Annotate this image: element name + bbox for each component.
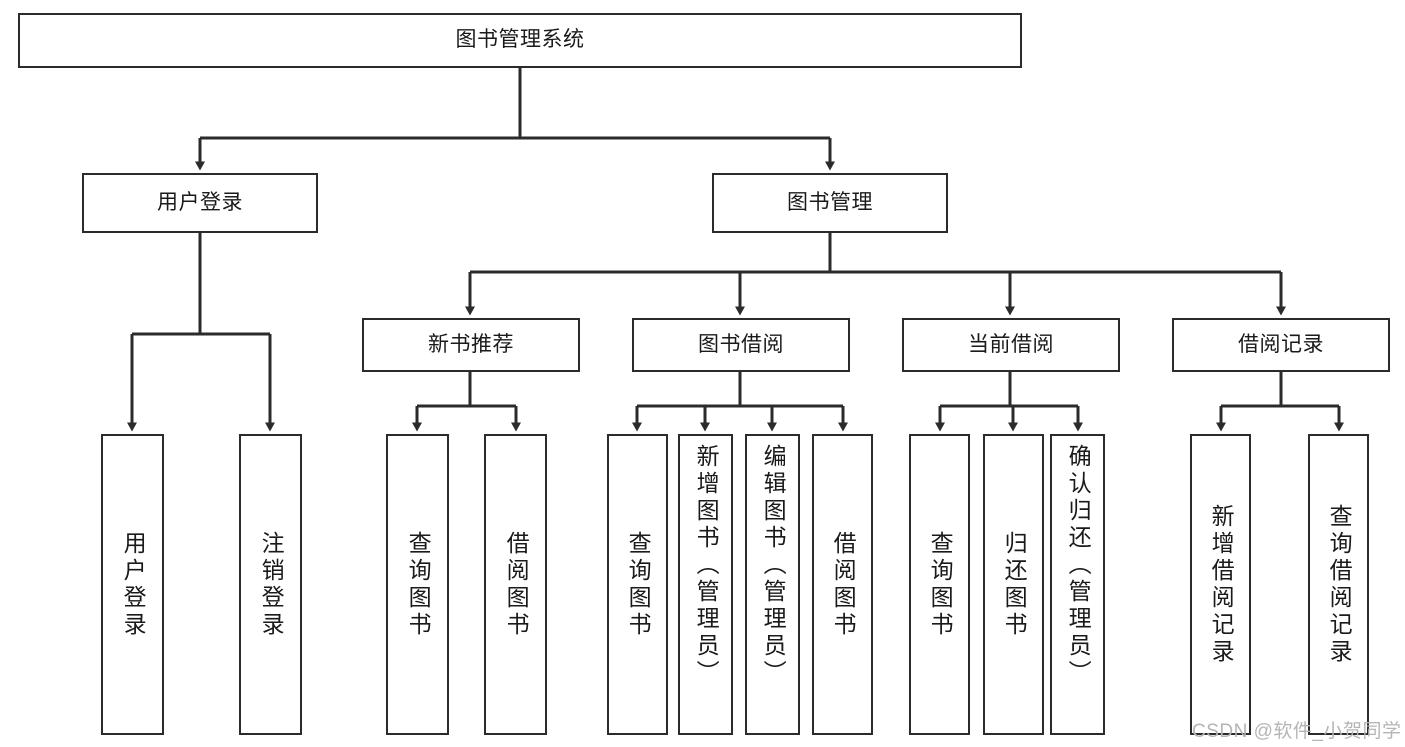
node-user-login[interactable]: 用户登录 xyxy=(82,173,318,233)
node-label: 查询图书 xyxy=(927,530,954,639)
node-leaf-borrow-book-2[interactable]: 借阅图书 xyxy=(812,434,873,735)
node-label: 新增借阅记录 xyxy=(1208,503,1235,666)
node-label: 查询借阅记录 xyxy=(1326,503,1353,666)
node-label: 图书管理 xyxy=(787,190,873,214)
node-leaf-user-logout[interactable]: 注销登录 xyxy=(239,434,302,735)
node-leaf-query-book-1[interactable]: 查询图书 xyxy=(386,434,449,735)
node-label: 当前借阅 xyxy=(968,332,1054,356)
node-leaf-query-record[interactable]: 查询借阅记录 xyxy=(1308,434,1369,735)
node-leaf-query-book-2[interactable]: 查询图书 xyxy=(607,434,668,735)
node-book-borrow[interactable]: 图书借阅 xyxy=(632,318,850,372)
node-label: 查询图书 xyxy=(625,530,652,639)
node-leaf-borrow-book-1[interactable]: 借阅图书 xyxy=(484,434,547,735)
node-root[interactable]: 图书管理系统 xyxy=(18,13,1022,68)
node-label: 图书管理系统 xyxy=(455,28,585,52)
node-leaf-return-book[interactable]: 归还图书 xyxy=(983,434,1044,735)
node-label: 编辑图书（管理员） xyxy=(760,444,787,687)
node-current-borrow[interactable]: 当前借阅 xyxy=(902,318,1120,372)
node-new-book-recommend[interactable]: 新书推荐 xyxy=(362,318,580,372)
node-label: 确认归还（管理员） xyxy=(1065,444,1092,687)
node-label: 借阅图书 xyxy=(830,530,857,639)
node-label: 用户登录 xyxy=(157,190,243,214)
node-leaf-add-book[interactable]: 新增图书（管理员） xyxy=(678,434,733,735)
node-label: 用户登录 xyxy=(120,530,147,639)
node-leaf-edit-book[interactable]: 编辑图书（管理员） xyxy=(745,434,800,735)
node-label: 借阅图书 xyxy=(503,530,530,639)
node-book-manage[interactable]: 图书管理 xyxy=(712,173,948,233)
node-label: 查询图书 xyxy=(405,530,432,639)
node-label: 归还图书 xyxy=(1001,530,1028,639)
node-label: 新增图书（管理员） xyxy=(693,444,720,687)
node-label: 新书推荐 xyxy=(428,332,514,356)
node-label: 借阅记录 xyxy=(1238,332,1324,356)
node-borrow-record[interactable]: 借阅记录 xyxy=(1172,318,1390,372)
node-label: 图书借阅 xyxy=(698,332,784,356)
node-leaf-confirm-return[interactable]: 确认归还（管理员） xyxy=(1050,434,1105,735)
node-leaf-add-record[interactable]: 新增借阅记录 xyxy=(1190,434,1251,735)
node-leaf-query-book-3[interactable]: 查询图书 xyxy=(909,434,970,735)
node-leaf-user-login[interactable]: 用户登录 xyxy=(101,434,164,735)
node-label: 注销登录 xyxy=(258,530,285,639)
